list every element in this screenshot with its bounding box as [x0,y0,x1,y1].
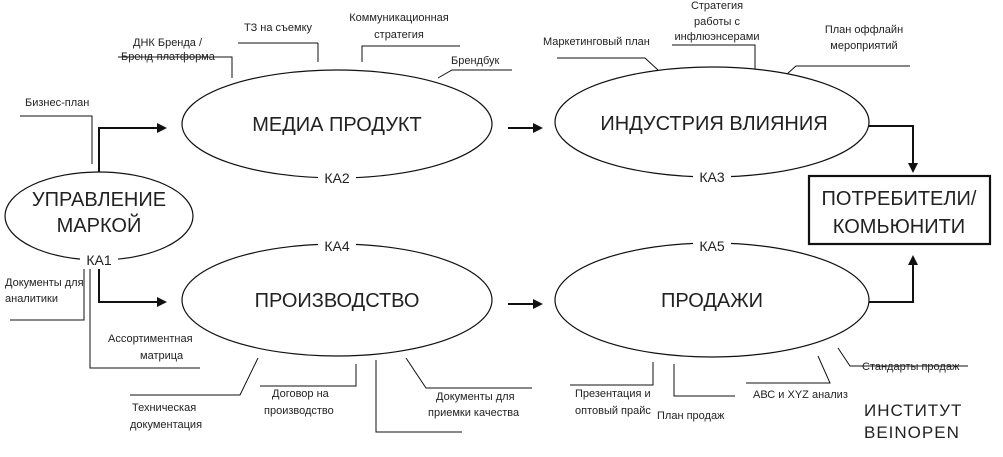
node-brand-management-line2: МАРКОЙ [57,213,142,237]
label-tech-docs-1: Техническая [132,402,196,414]
label-assortment-1: Ассортиментная [108,333,193,345]
node-production: ПРОИЗВОДСТВО КА4 [181,238,493,357]
node-consumers: ПОТРЕБИТЕЛИ/ КОМЬЮНИТИ [807,174,992,246]
flow-arrows [98,123,918,309]
label-analytics-docs-1: Документы для [5,277,84,289]
node-influence-industry: ИНДУСТРИЯ ВЛИЯНИЯ КА3 [554,66,870,185]
node-brand-management-line1: УПРАВЛЕНИЕ [32,189,166,211]
label-dnk-brand-2: Бренд-платформа [121,51,216,63]
label-comm-strategy-1: Коммуникационная [349,12,448,24]
label-offline-plan-1: План оффлайн [825,24,903,36]
label-production-contract-2: производство [264,405,334,417]
label-sales-standards: Стандарты продаж [862,361,960,373]
node-media-product: МЕДИА ПРОДУКТ КА2 [181,69,493,186]
label-offline-plan-2: мероприятий [830,40,897,52]
label-brandbook: Брендбук [451,55,500,67]
node-influence-industry-label: ИНДУСТРИЯ ВЛИЯНИЯ [600,113,827,135]
logo-line1: ИНСТИТУТ [864,401,962,420]
label-abc-xyz: АВС и XYZ анализ [753,389,848,401]
label-influencer-strategy-2: работы с [694,16,740,28]
label-tz-shooting: ТЗ на съемку [244,22,313,34]
node-influence-industry-code: КА3 [699,169,724,185]
node-media-product-code: КА2 [324,170,349,186]
label-analytics-docs-2: аналитики [5,293,58,305]
document-labels: Бизнес-план ДНК Бренда / Бренд-платформа… [5,0,960,431]
institute-logo: ИНСТИТУТ BEINOPEN [864,401,962,442]
label-comm-strategy-2: стратегия [374,29,424,41]
node-consumers-line1: ПОТРЕБИТЕЛИ/ [822,188,977,210]
node-production-code: КА4 [324,238,349,254]
label-production-contract-1: Договор на [272,388,330,400]
label-influencer-strategy-3: инфлюэнсерами [675,31,760,43]
node-brand-management: УПРАВЛЕНИЕ МАРКОЙ КА1 [4,171,194,269]
label-quality-docs-2: приемки качества [428,407,520,419]
node-sales-code: КА5 [699,238,724,254]
label-sales-plan: План продаж [657,410,725,422]
node-consumers-line2: КОМЬЮНИТИ [833,216,965,238]
label-quality-docs-1: Документы для [436,391,515,403]
label-tech-docs-2: документация [130,419,202,431]
label-assortment-2: матрица [140,350,184,362]
node-brand-management-code: КА1 [86,252,111,268]
node-sales-label: ПРОДАЖИ [661,290,763,312]
node-sales: ПРОДАЖИ КА5 [554,238,870,358]
node-production-label: ПРОИЗВОДСТВО [255,290,420,312]
label-presentation-1: Презентация и [575,388,651,400]
logo-line2: BEINOPEN [864,423,960,442]
label-dnk-brand-1: ДНК Бренда / [133,37,203,49]
leader-lines [10,42,968,433]
label-marketing-plan: Маркетинговый план [543,36,650,48]
label-influencer-strategy-1: Стратегия [691,0,743,12]
node-media-product-label: МЕДИА ПРОДУКТ [252,114,422,136]
label-business-plan: Бизнес-план [25,97,89,109]
label-presentation-2: оптовый прайс [575,405,651,417]
